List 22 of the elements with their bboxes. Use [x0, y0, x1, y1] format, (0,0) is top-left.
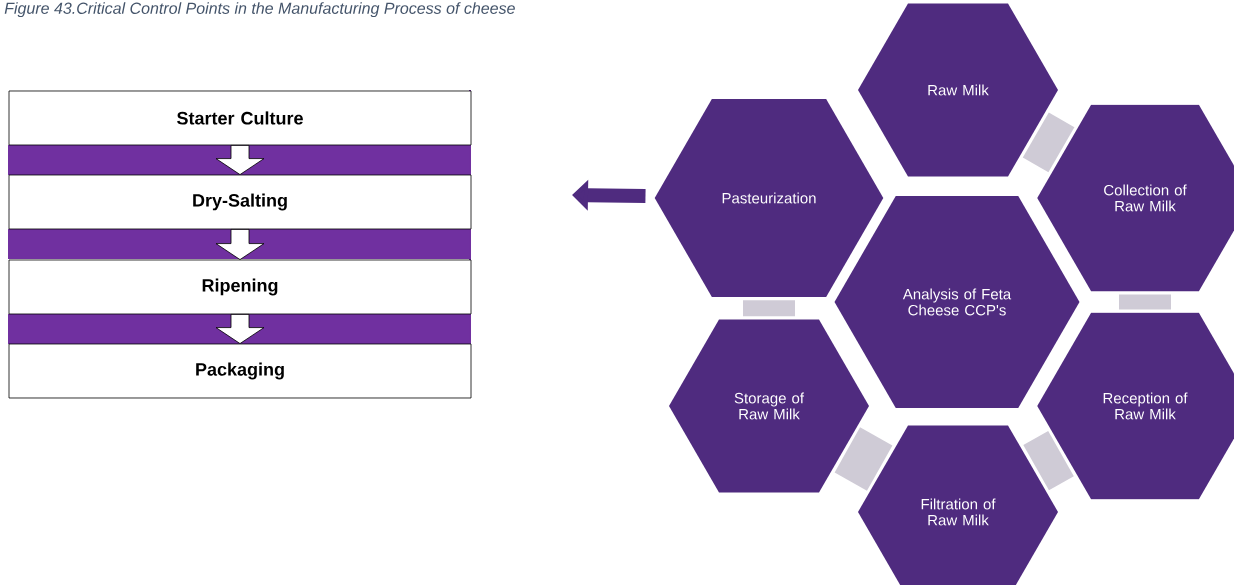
hexagon: Pasteurization	[654, 99, 884, 297]
hexagon: Raw Milk	[858, 3, 1058, 177]
connector	[1022, 112, 1075, 173]
hexagon: Collection of Raw Milk	[1037, 104, 1234, 292]
hexagon: Filtration of Raw Milk	[858, 425, 1058, 585]
hexagon: Analysis of Feta Cheese CCP's	[834, 195, 1080, 409]
figure-title: Figure 43.Critical Control Points in the Manufacturing Process of cheese	[4, 2, 515, 18]
arrow	[215, 145, 265, 175]
connector	[1023, 430, 1074, 491]
process-box: Packaging	[8, 343, 472, 399]
process-box: Starter Culture	[8, 90, 472, 146]
process-box: Ripening	[8, 259, 472, 315]
arrow	[215, 314, 265, 344]
connector	[743, 300, 795, 317]
connector	[1119, 294, 1171, 310]
node-label: Pasteurization	[722, 192, 816, 204]
connector	[834, 427, 893, 491]
hexagon: Reception of Raw Milk	[1037, 312, 1234, 500]
process-box: Dry-Salting	[8, 174, 472, 230]
arrow	[215, 229, 265, 260]
hexagon: Storage of Raw Milk	[669, 319, 869, 493]
node-label: Analysis of Feta Cheese CCP's	[902, 288, 1012, 316]
